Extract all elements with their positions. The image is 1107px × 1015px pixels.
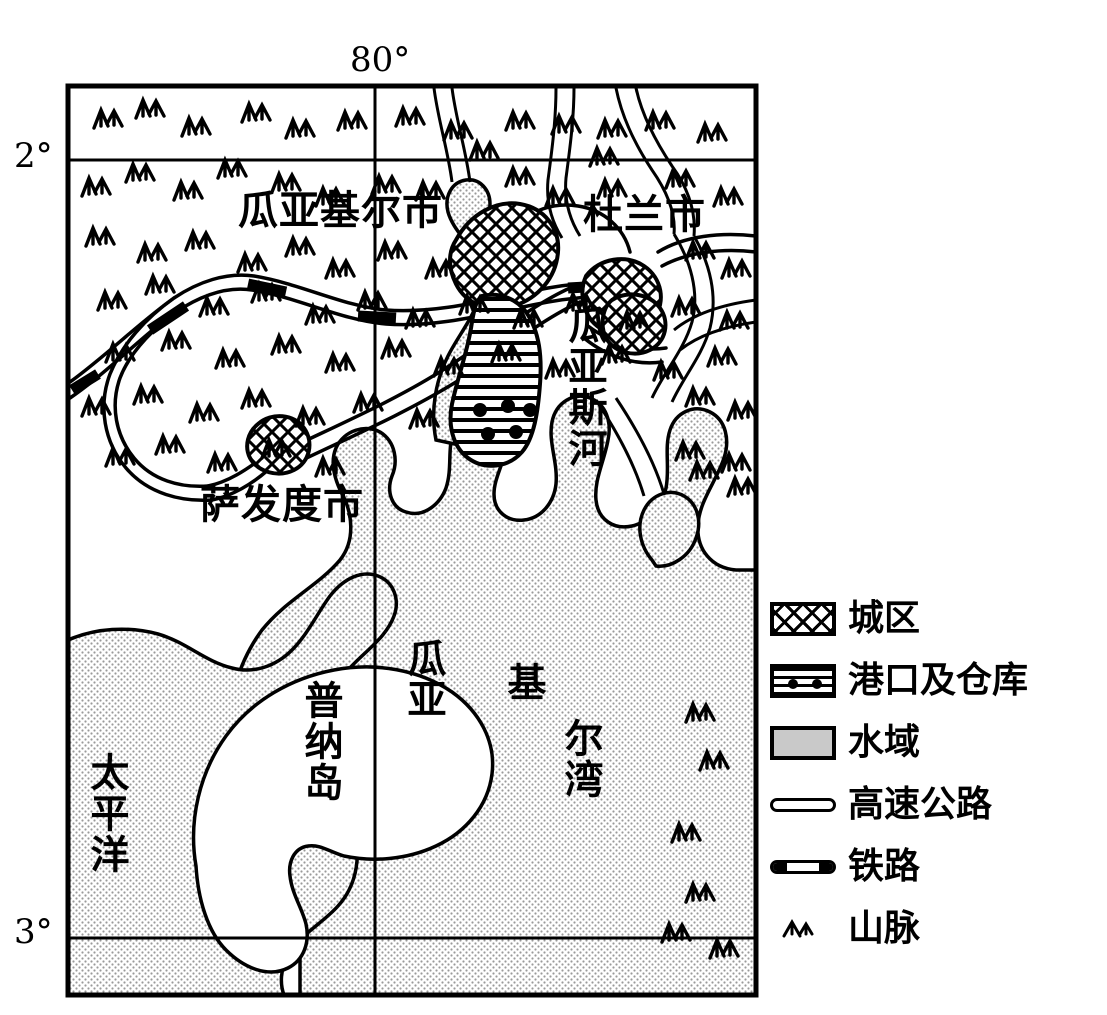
label-guayas-river: 瓜亚斯河 (562, 305, 607, 469)
legend-item-railway: 铁路 (770, 844, 920, 890)
label-puna-island: 普纳岛 (298, 680, 343, 803)
latitude-label-2: 2° (14, 136, 53, 176)
legend-item-water-body: 水域 (770, 720, 920, 766)
urban-area-swatch-icon (770, 602, 836, 636)
label-salvador-city: 萨发度市 (200, 482, 364, 528)
legend-label-port-warehouse: 港口及仓库 (848, 660, 1029, 701)
map-legend: 城区 港口及仓库 水域 高速公路 铁路 (770, 596, 1100, 996)
mountain-range-swatch-icon (770, 912, 836, 946)
map-body (68, 87, 756, 995)
legend-item-port-warehouse: 港口及仓库 (770, 658, 1028, 704)
label-guayaquil-city: 瓜亚基尔市 (238, 188, 443, 234)
label-duran-city: 杜兰市 (583, 192, 706, 238)
urban-guayaquil (448, 201, 561, 311)
puna-island (191, 665, 495, 974)
label-gulf-part-b: 基 (501, 662, 546, 703)
label-gulf-part-c: 尔湾 (558, 718, 603, 800)
port-warehouse-area (448, 292, 543, 468)
legend-label-highway: 高速公路 (848, 784, 993, 825)
latitude-label-3: 3° (14, 912, 53, 952)
legend-item-mountain-range: 山脉 (770, 906, 920, 952)
railway-line-swatch-icon (770, 850, 836, 884)
highway-line-swatch-icon (770, 788, 836, 822)
map-frame (65, 83, 759, 998)
port-dots (473, 399, 537, 441)
graticule (65, 83, 759, 998)
legend-label-urban-area: 城区 (848, 598, 921, 639)
label-pacific-ocean: 太平洋 (84, 752, 129, 875)
east-inlet-water (638, 490, 701, 568)
legend-item-highway: 高速公路 (770, 782, 992, 828)
legend-item-urban-area: 城区 (770, 596, 920, 642)
water-body-swatch-icon (770, 726, 836, 760)
mountain-range-symbols (80, 95, 756, 960)
port-warehouse-swatch-icon (770, 664, 836, 698)
longitude-label-80: 80° (350, 40, 411, 80)
label-gulf-part-a: 瓜亚 (401, 638, 446, 720)
legend-label-mountain-range: 山脉 (848, 908, 921, 949)
legend-label-railway: 铁路 (848, 846, 921, 887)
legend-label-water-body: 水域 (848, 722, 921, 763)
